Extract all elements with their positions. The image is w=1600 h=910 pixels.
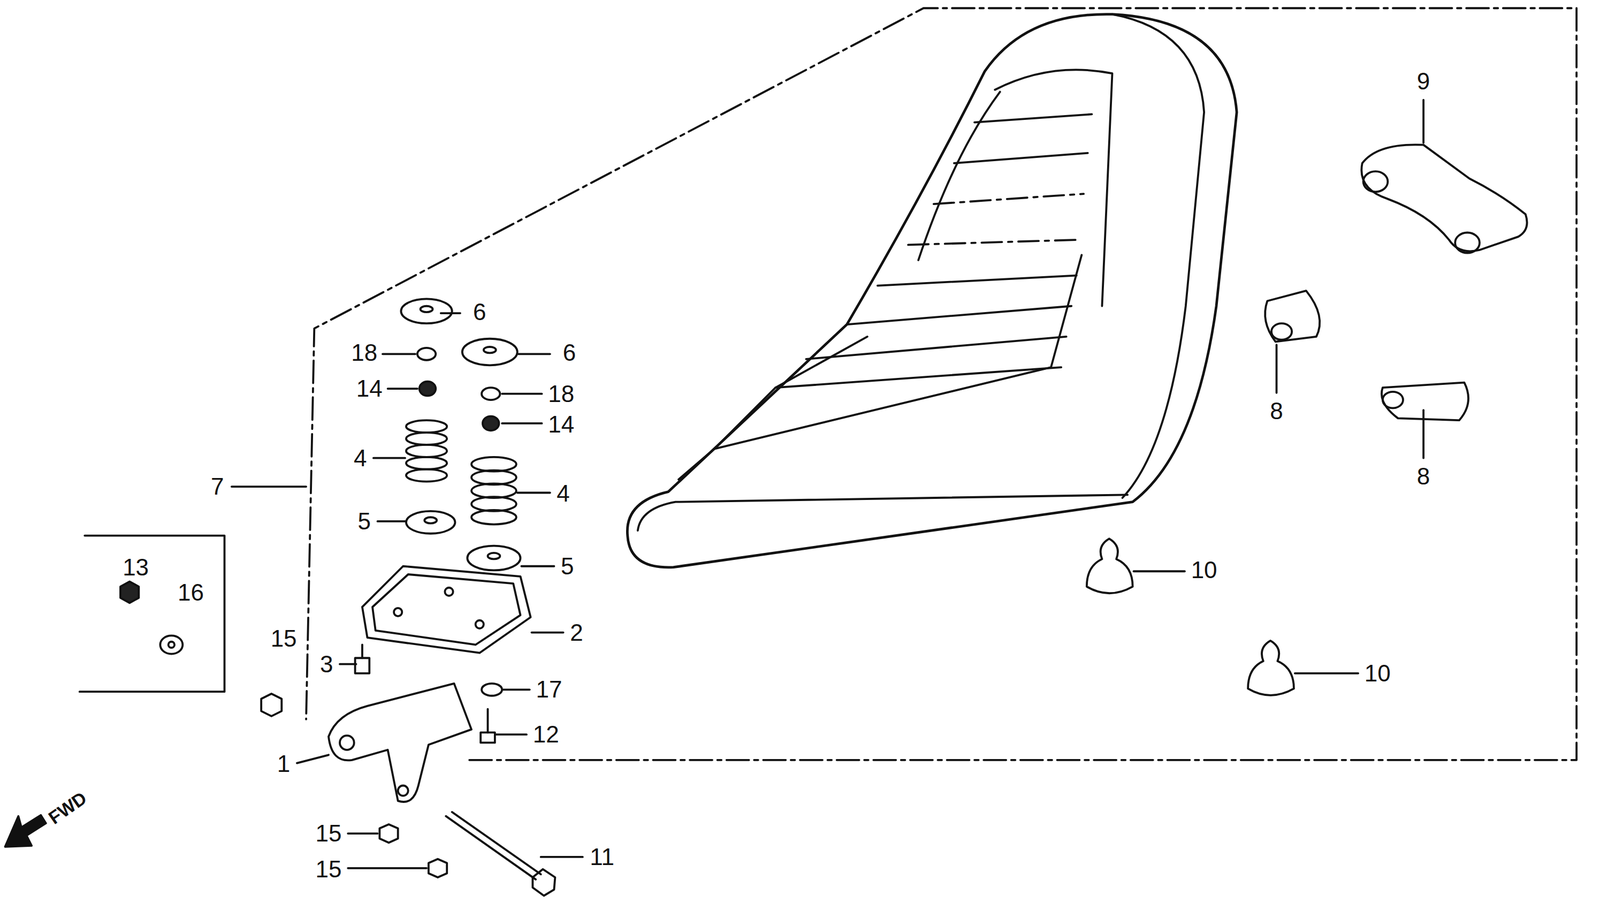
bolt bbox=[445, 811, 555, 896]
bolt bbox=[480, 709, 495, 743]
callout-number: 6 bbox=[562, 340, 576, 365]
cushion bbox=[1086, 538, 1294, 696]
nut bbox=[120, 581, 139, 603]
callout-number: 16 bbox=[177, 580, 204, 605]
leader-line bbox=[231, 100, 1424, 868]
callout-number: 4 bbox=[353, 446, 367, 470]
callout-number: 8 bbox=[1269, 399, 1283, 423]
seat-plate bbox=[362, 566, 531, 653]
group-outline bbox=[306, 8, 1577, 760]
washer bbox=[160, 635, 183, 654]
callout-number: 14 bbox=[356, 376, 383, 401]
bolt bbox=[355, 644, 370, 673]
nut bbox=[419, 381, 500, 431]
callout-number: 5 bbox=[357, 509, 371, 533]
callout-number: 10 bbox=[1191, 558, 1218, 582]
callout-number: 5 bbox=[560, 554, 574, 578]
callout-number: 6 bbox=[473, 300, 486, 324]
callout-number: 12 bbox=[532, 722, 560, 746]
callout-number: 7 bbox=[210, 474, 224, 499]
callout-number: 9 bbox=[1416, 69, 1430, 94]
callout-number: 14 bbox=[547, 412, 575, 437]
callout-number: 4 bbox=[556, 481, 570, 506]
callout-number: 17 bbox=[535, 677, 562, 702]
callout-number: 3 bbox=[320, 652, 333, 676]
rubber-pad bbox=[1265, 290, 1469, 421]
seat bbox=[627, 14, 1237, 568]
callout-number: 1 bbox=[277, 751, 291, 776]
direction-arrow bbox=[5, 814, 47, 847]
nut bbox=[379, 824, 398, 843]
collar bbox=[417, 347, 500, 400]
spring-seat bbox=[406, 511, 521, 571]
callout-number: 2 bbox=[569, 620, 583, 645]
callout-number: 18 bbox=[547, 382, 575, 406]
callout-number: 11 bbox=[589, 844, 615, 869]
grab-rail bbox=[1361, 144, 1527, 253]
callout-number: 13 bbox=[122, 555, 149, 579]
callout-number: 15 bbox=[315, 821, 342, 845]
nut bbox=[261, 693, 282, 716]
callout-number: 15 bbox=[315, 857, 342, 881]
bracket bbox=[328, 683, 472, 802]
washer bbox=[481, 683, 502, 696]
spring-seat bbox=[400, 298, 517, 365]
callout-number: 15 bbox=[270, 626, 297, 651]
spring bbox=[406, 420, 517, 524]
direction-label: FWD bbox=[44, 788, 90, 827]
nut bbox=[428, 858, 447, 878]
callout-number: 10 bbox=[1364, 661, 1391, 685]
callout-number: 18 bbox=[351, 340, 378, 365]
callout-number: 8 bbox=[1416, 464, 1430, 489]
group-bracket bbox=[79, 535, 225, 692]
